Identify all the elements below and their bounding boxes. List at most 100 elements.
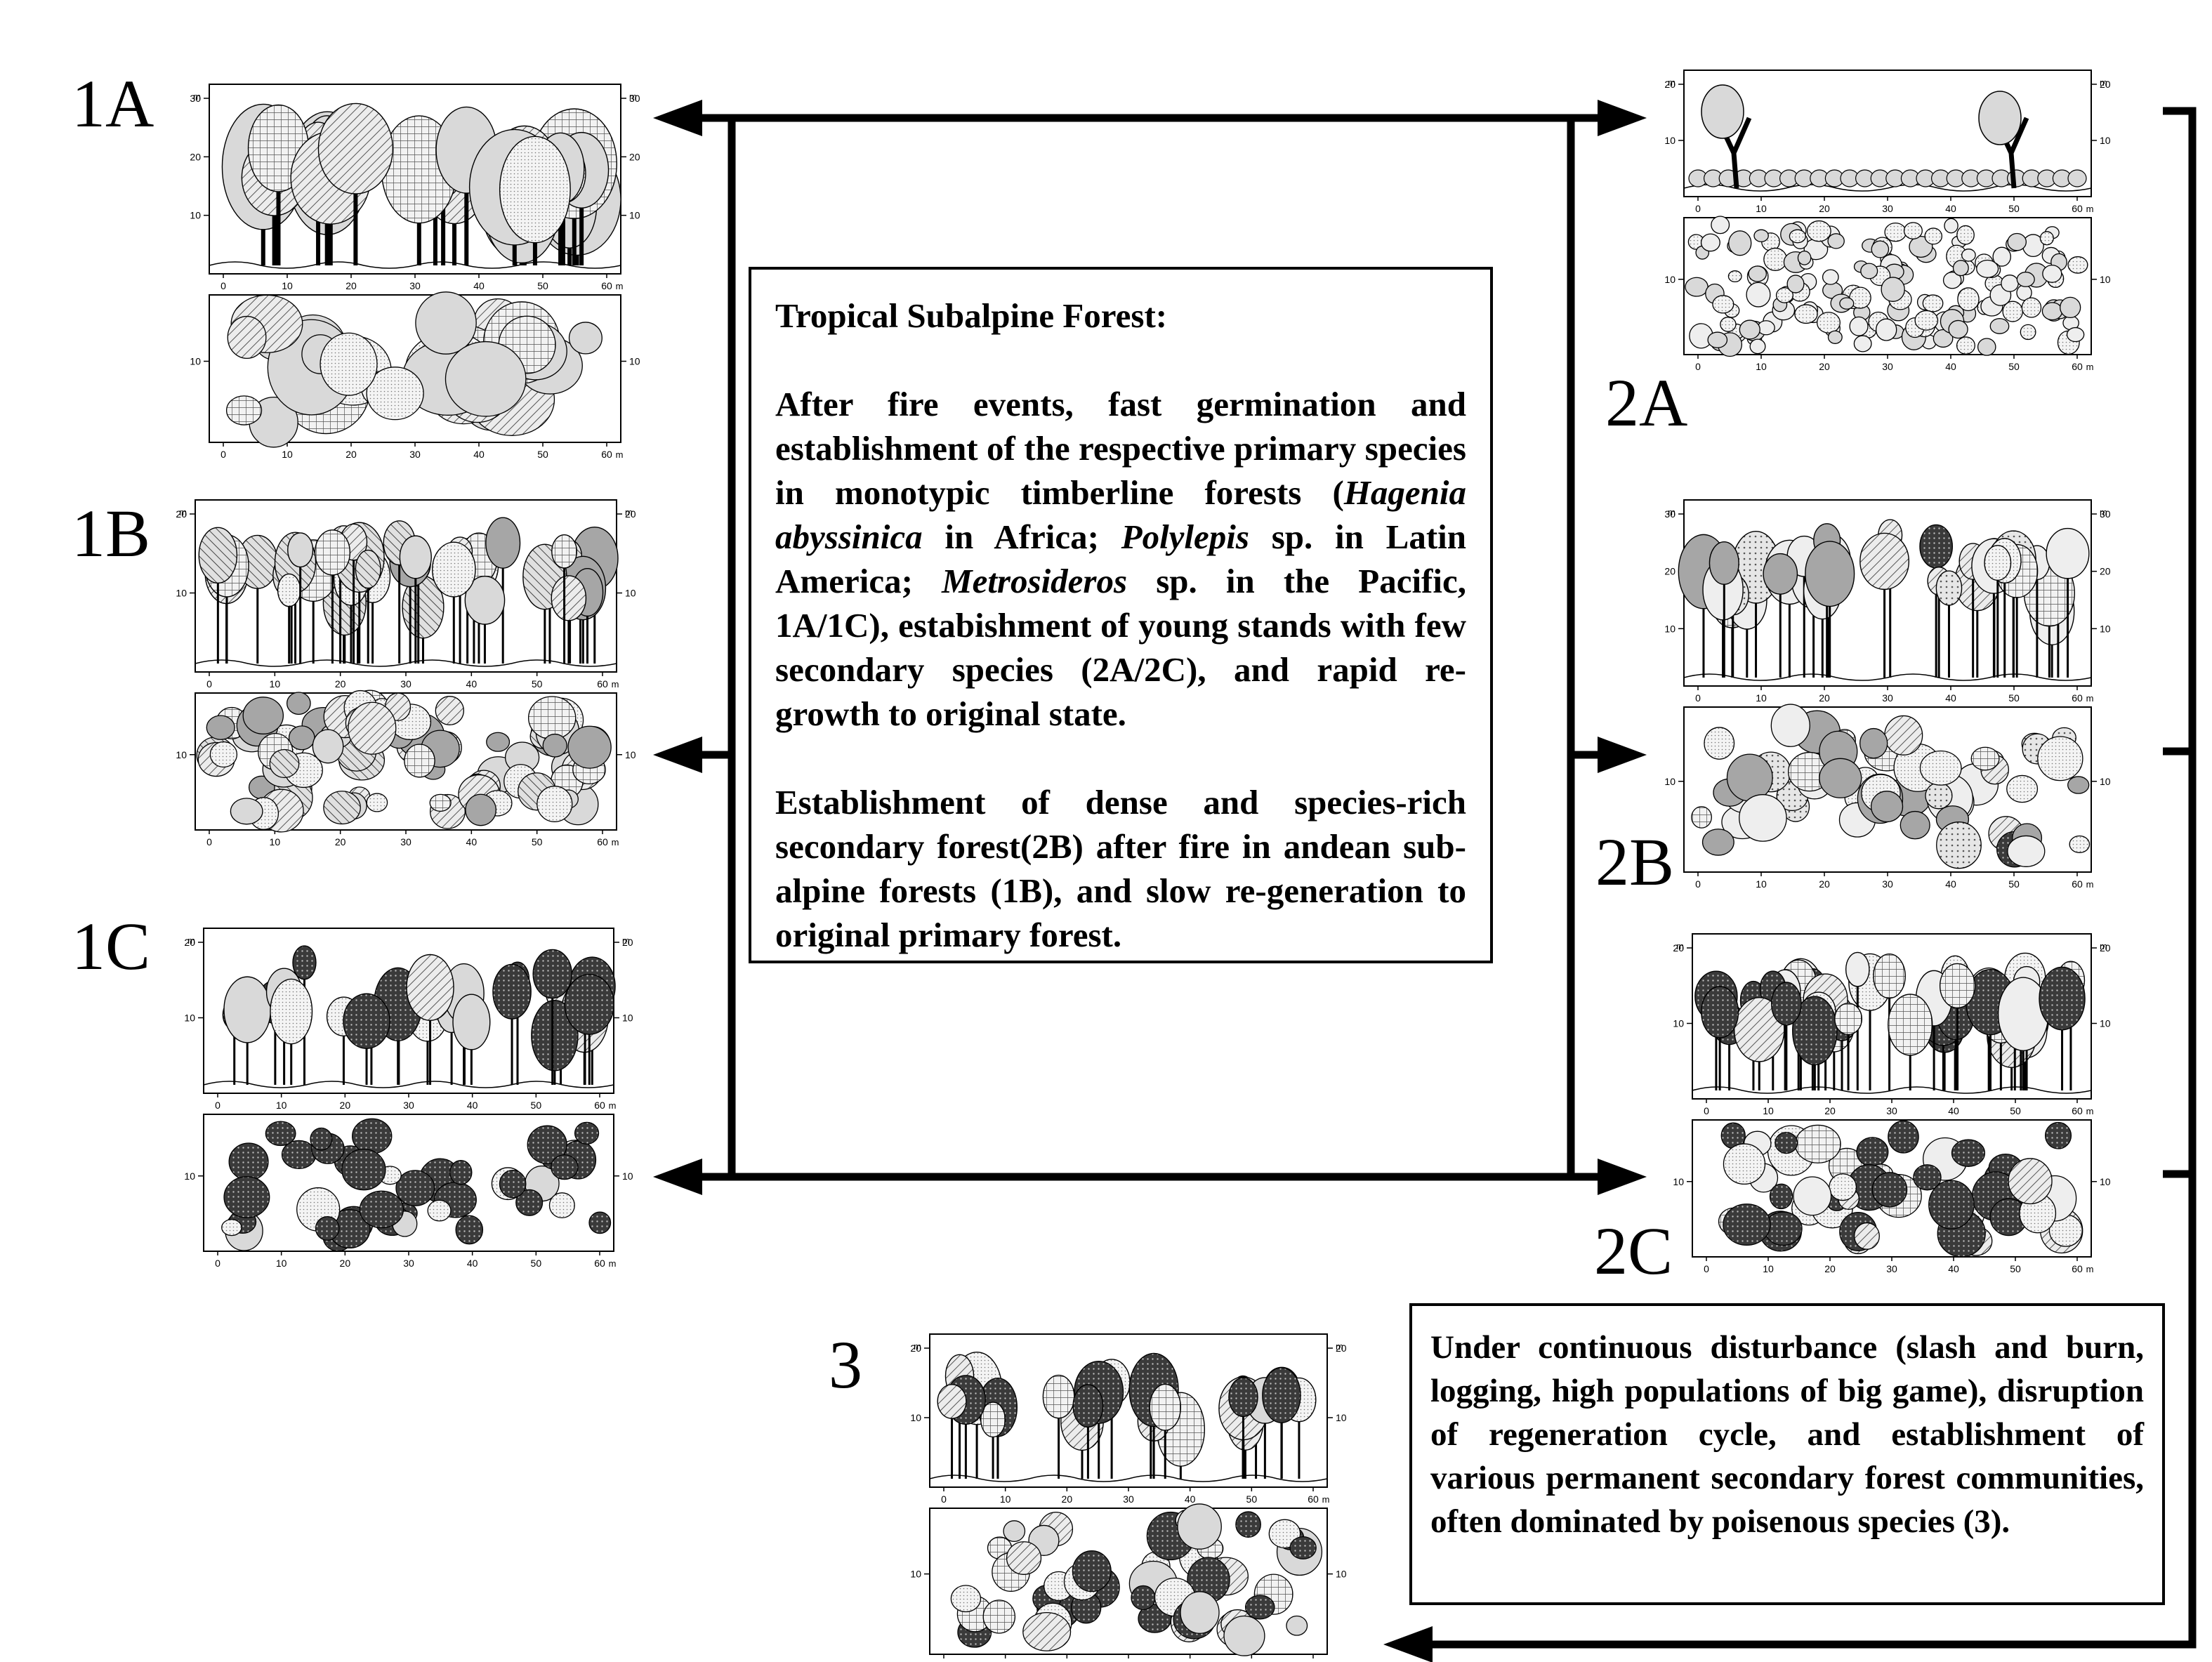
plan-crown — [359, 1190, 404, 1229]
x-tick-label: 10 — [282, 449, 293, 460]
plan-crown — [1739, 794, 1787, 842]
plan-crown — [1870, 791, 1904, 823]
tree-crown — [532, 949, 572, 999]
x-unit-label: m — [1322, 1494, 1330, 1505]
plan-crown — [1827, 233, 1845, 249]
plan-crown — [1871, 1172, 1908, 1208]
x-tick-label: 20 — [340, 1100, 351, 1111]
tree-crown — [1701, 986, 1739, 1038]
plan-tick-label-right: 10 — [1336, 1569, 1347, 1580]
tree-crown — [1262, 1367, 1301, 1423]
x-tick-label: 30 — [1882, 692, 1893, 704]
y-unit-label-left: m — [914, 1341, 921, 1352]
x-tick-label: 50 — [2008, 361, 2020, 372]
tree-crown — [431, 541, 476, 598]
x-tick-label: 30 — [403, 1100, 414, 1111]
x-tick-label: 40 — [1948, 1105, 1959, 1116]
plan-crown — [1919, 750, 1962, 786]
y-tick-label-right: 30 — [629, 93, 640, 104]
x-tick-label: 40 — [1945, 692, 1956, 704]
tree-crown — [1805, 541, 1855, 607]
plan-crown — [1793, 1176, 1832, 1216]
x-tick-label: 40 — [473, 280, 485, 291]
tree-crown — [551, 575, 587, 621]
plan-tick-label-right: 10 — [629, 356, 640, 367]
tree-crown — [1984, 545, 2012, 581]
x-tick-label: 40 — [1945, 203, 1956, 214]
plan-crown — [1794, 1124, 1841, 1163]
plan-crowns-1a — [225, 291, 603, 448]
plan-crown — [2008, 1158, 2053, 1205]
plan-crown — [223, 1176, 270, 1218]
x-tick-label: 60 — [2072, 1263, 2083, 1274]
x-tick-label: 40 — [466, 678, 478, 690]
plan-crown — [527, 1125, 567, 1164]
y-tick-label-left: 10 — [910, 1412, 921, 1423]
plan-crown — [1888, 1120, 1919, 1154]
tree-crowns-2c — [1694, 951, 2086, 1090]
plan-crowns-2b — [1691, 704, 2091, 869]
plan-crown — [2039, 231, 2054, 246]
plan-tick-label-right: 10 — [2100, 776, 2111, 787]
plan-crown — [542, 733, 567, 758]
plan-crown — [242, 697, 284, 734]
plan-crown — [288, 725, 315, 751]
x-tick-label: 60 — [601, 280, 612, 291]
x-unit-label: m — [2086, 693, 2094, 704]
profile-panel-3: 10102020mm10100102030405060m010203040506… — [910, 1333, 1347, 1662]
plan-crown — [1957, 287, 1980, 312]
tree-crown — [1042, 1374, 1075, 1419]
plan-crown — [1753, 229, 1769, 242]
y-tick-label-right: 10 — [625, 588, 636, 599]
plan-crown — [1989, 318, 2010, 334]
tree-crowns-2a — [1688, 84, 2087, 189]
tree-crown — [270, 978, 313, 1045]
plan-crown — [515, 1189, 544, 1216]
plan-crown — [1924, 227, 1943, 245]
y-tick-label-right: 20 — [2100, 942, 2111, 954]
plan-crown — [1072, 1550, 1112, 1592]
y-tick-label-left: 20 — [1664, 566, 1676, 577]
tree-crown — [937, 1384, 967, 1419]
tree-crown — [1792, 996, 1838, 1066]
x-tick-label: 0 — [1695, 692, 1701, 704]
plan-crown — [206, 715, 235, 740]
plan-crown — [1819, 758, 1862, 798]
plan-crown — [1711, 216, 1730, 235]
tree-crown — [1919, 524, 1954, 569]
x-tick-label: 20 — [340, 1258, 351, 1269]
plan-tick-label-right: 10 — [2100, 274, 2111, 285]
plan-crown — [2060, 296, 2081, 319]
plan-crown — [1914, 310, 1939, 331]
x-tick-label: 0 — [1704, 1105, 1709, 1116]
plan-crown — [2007, 835, 2046, 867]
plan-crown — [588, 1211, 612, 1234]
x-tick-label: 20 — [1819, 361, 1830, 372]
y-unit-label-right: m — [1336, 1341, 1343, 1352]
plan-crown — [1853, 1222, 1880, 1250]
x-tick-label: 10 — [1756, 692, 1767, 704]
plan-crown — [2001, 275, 2019, 292]
plan-crown — [435, 696, 465, 725]
species-hagenia: Hagenia abyssinica — [775, 473, 1466, 556]
x-tick-label: 0 — [1695, 203, 1701, 214]
x-tick-label: 20 — [1824, 1263, 1836, 1274]
plan-crown — [1701, 829, 1734, 856]
plan-crown — [1860, 263, 1878, 279]
x-tick-label: 0 — [220, 280, 226, 291]
x-tick-label: 10 — [1000, 1661, 1011, 1662]
plan-crown — [1757, 320, 1775, 336]
x-tick-label: 60 — [2072, 203, 2083, 214]
plan-crown — [1951, 1139, 1986, 1167]
plan-crown — [323, 791, 361, 825]
plan-crown — [2041, 302, 2063, 321]
y-unit-label-left: m — [193, 91, 201, 102]
x-tick-label: 10 — [1756, 203, 1767, 214]
y-tick-label-right: 10 — [2100, 623, 2111, 634]
y-unit-label-left: m — [179, 507, 187, 517]
y-tick-label-left: 20 — [176, 508, 187, 520]
plan-crown — [1797, 250, 1812, 265]
panel-label-1a: 1A — [72, 66, 154, 141]
x-tick-label: 50 — [531, 1100, 542, 1111]
